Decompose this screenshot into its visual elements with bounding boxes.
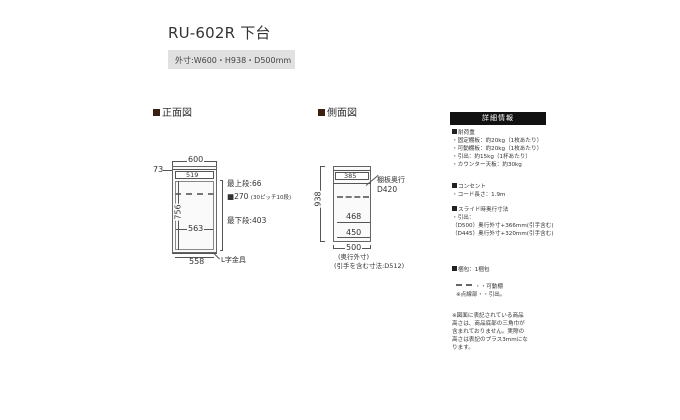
shelf-side xyxy=(337,196,369,198)
inner-depth-line xyxy=(337,237,370,238)
outer-dimensions-badge: 外寸:W600・H938・D500mm xyxy=(168,50,295,69)
slide-item: （D445）奥行外寸+320mm(引手含む) xyxy=(452,231,554,237)
depth-note-handle: (引手を含む寸法:D512) xyxy=(334,262,405,270)
details-header: 詳細情報 xyxy=(450,112,546,125)
drawer-dimension: 519 xyxy=(186,171,199,179)
shelf-depth-value: D420 xyxy=(377,185,398,194)
inner-width-dimension: 563 xyxy=(187,224,205,233)
outlet-item: ・コード長さ：1.9m xyxy=(452,192,506,198)
pitch-label: ■270 (30ピッチ10段) xyxy=(227,193,291,202)
dimension-tick xyxy=(320,166,325,167)
bracket-leader xyxy=(213,253,221,260)
note-line: ります。 xyxy=(452,345,474,351)
inner-height-dimension: 756 xyxy=(173,203,183,221)
legend-drawer: ※点線部・・引出。 xyxy=(456,292,506,298)
front-view-heading-text: 正面図 xyxy=(162,108,192,119)
divider-line xyxy=(333,183,371,184)
pitch-value: ■270 xyxy=(227,192,249,201)
width-dimension: 600 xyxy=(187,155,205,164)
slide-item: （D500）奥行外寸+366mm(引手含む) xyxy=(452,223,554,229)
inner-depth-dimension-1: 468 xyxy=(346,212,362,221)
dimension-tick xyxy=(172,161,173,166)
outlet-section: コンセント ・コード長さ：1.9m xyxy=(452,183,506,199)
top-panel-line xyxy=(172,169,217,170)
front-view-heading: 正面図 xyxy=(153,104,192,119)
dimension-tick xyxy=(216,161,217,166)
shelf-range-bracket xyxy=(222,180,223,251)
note-line: ※図面に表記されている商品 xyxy=(452,313,524,319)
movable-shelf xyxy=(175,193,214,195)
leader-line xyxy=(163,170,172,171)
bottom-shelf-label: 最下段:403 xyxy=(227,216,267,225)
product-title: RU-602R 下台 xyxy=(168,24,271,42)
inner-depth-dimension-2: 450 xyxy=(346,228,362,237)
load-item: ・カウンター天板：約30kg xyxy=(452,162,522,168)
drawer-depth-dimension: 385 xyxy=(344,172,357,180)
l-bracket-label: L字金具 xyxy=(221,256,246,264)
top-shelf-label: 最上段:66 xyxy=(227,179,262,188)
dashed-line-icon xyxy=(456,284,472,286)
depth-dimension: 500 xyxy=(345,243,363,252)
package-heading: 梱包：1梱包 xyxy=(452,266,490,274)
note-line: 高さは表記のプラス3mmにな xyxy=(452,337,528,343)
dimension-tick xyxy=(370,245,371,249)
load-item: ・引出：約15kg（1杯あたり） xyxy=(452,154,531,160)
bottom-width-line xyxy=(175,257,214,258)
slide-depth-section: スライド時奥行寸法 ・引出： （D500）奥行外寸+366mm(引手含む) （D… xyxy=(452,206,554,238)
base-line xyxy=(172,253,217,254)
drawer-side xyxy=(335,172,369,180)
load-capacity-section: 耐荷重 ・固定棚板：約20kg（1枚あたり） ・可動棚板：約20kg（1枚あたり… xyxy=(452,129,542,169)
depth-note-outer: (奥行外寸) xyxy=(338,253,370,261)
height-note: ※図面に表記されている商品 高さは、商品底部の三角巾が 含まれておりません。実際… xyxy=(452,312,528,352)
dimension-tick xyxy=(333,245,334,249)
legend-movable-shelf: ・・可動棚 xyxy=(475,284,503,290)
bracket-tick xyxy=(220,250,223,251)
top-offset-dimension: 73 xyxy=(153,165,164,174)
square-bullet-icon xyxy=(318,109,325,116)
package-section: 梱包：1梱包 xyxy=(452,266,490,274)
bracket-tick xyxy=(220,180,223,181)
side-view-heading-text: 側面図 xyxy=(327,108,357,119)
legend-section: ・・可動棚 ※点線部・・引出。 xyxy=(456,283,505,299)
note-line: 高さは、商品底部の三角巾が xyxy=(452,321,525,327)
load-heading: 耐荷重 xyxy=(452,129,542,137)
note-line: 含まれておりません。実際の xyxy=(452,329,525,335)
pitch-note: (30ピッチ10段) xyxy=(250,195,292,201)
dimension-tick xyxy=(320,241,325,242)
square-bullet-icon xyxy=(153,109,160,116)
outlet-heading: コンセント xyxy=(452,183,506,191)
slide-item: ・引出： xyxy=(452,215,475,221)
total-height-dimension: 938 xyxy=(313,190,323,208)
shelf-depth-label: 棚板奥行 xyxy=(377,176,405,184)
load-item: ・可動棚板：約20kg（1枚あたり） xyxy=(452,146,543,152)
load-item: ・固定棚板：約20kg（1枚あたり） xyxy=(452,138,543,144)
drawer-front xyxy=(175,171,214,179)
slide-heading: スライド時奥行寸法 xyxy=(452,206,554,214)
side-view-heading: 側面図 xyxy=(318,104,357,119)
inner-depth-line xyxy=(337,222,370,223)
top-panel-line xyxy=(333,170,371,171)
bottom-width-dimension: 558 xyxy=(189,257,205,266)
